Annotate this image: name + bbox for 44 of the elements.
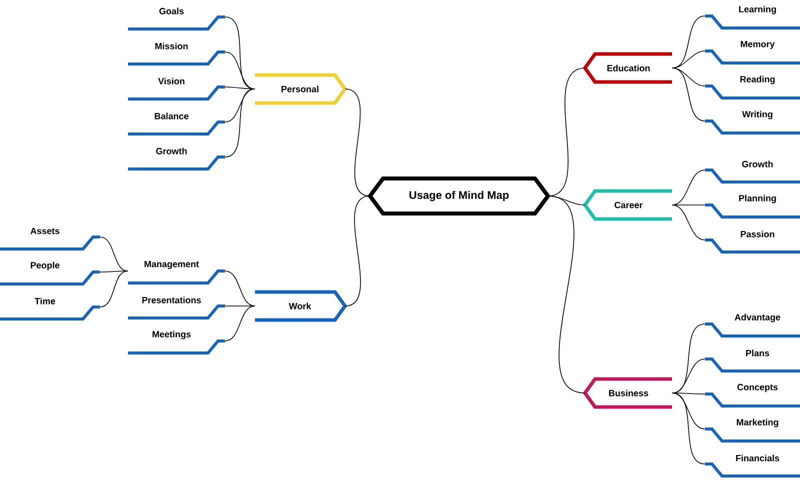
subtopic: Mission <box>128 42 225 66</box>
connector <box>100 270 128 272</box>
connector <box>672 204 706 206</box>
connector <box>224 86 256 90</box>
subtopic: Reading <box>705 76 800 100</box>
subtopic: Presentations <box>128 296 225 320</box>
subtopic: Growth <box>705 160 800 184</box>
connector <box>672 68 706 122</box>
subtopic: Memory <box>705 40 800 64</box>
connector <box>344 196 370 306</box>
subtopic: Growth <box>128 148 225 170</box>
connector <box>672 204 706 240</box>
connector <box>672 392 706 394</box>
subtopic: Goals <box>128 8 225 30</box>
subtopic: Planning <box>705 194 800 218</box>
subtopic: Assets <box>0 228 100 250</box>
branch-topic: Personal <box>255 73 348 105</box>
connector <box>224 306 256 342</box>
connector <box>224 88 256 122</box>
subtopic: Advantage <box>705 314 800 338</box>
subtopic: Financials <box>705 454 800 478</box>
branch-topic: Work <box>255 290 348 322</box>
connector <box>672 392 706 464</box>
subtopic: Writing <box>705 110 800 134</box>
subtopic: Meetings <box>128 330 225 354</box>
subtopic: Vision <box>128 78 225 100</box>
connector <box>100 270 128 308</box>
subtopic: Concepts <box>705 384 800 408</box>
connector <box>344 88 370 196</box>
subtopic: Plans <box>705 350 800 372</box>
branch-topic: Career <box>582 189 672 221</box>
connector <box>100 236 128 272</box>
subtopic: Management <box>128 260 225 284</box>
subtopic: Balance <box>128 112 225 136</box>
subtopic: Passion <box>705 230 800 254</box>
subtopic: Marketing <box>705 418 800 442</box>
branch-topic: Education <box>582 52 672 84</box>
subtopic: Time <box>0 298 100 320</box>
subtopic: Learning <box>705 6 800 30</box>
subtopic: People <box>0 262 100 286</box>
connector <box>224 270 256 306</box>
connector <box>672 50 706 68</box>
connector <box>224 88 256 158</box>
branch-topic: Business <box>582 377 672 409</box>
